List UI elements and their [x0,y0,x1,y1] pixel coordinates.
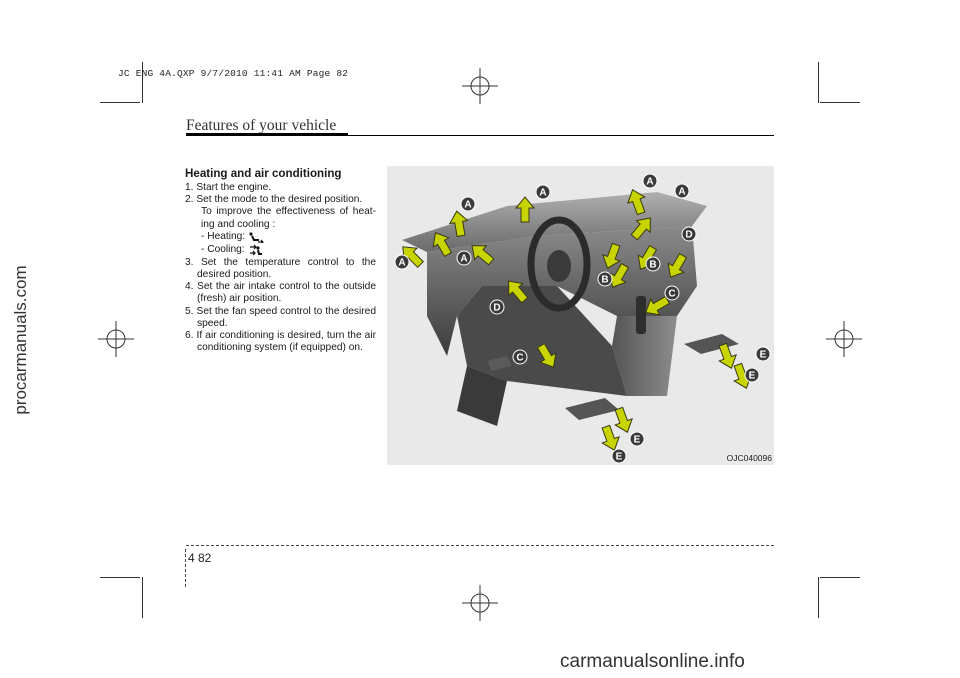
vent-label-b: B [645,256,661,272]
crop-mark [142,62,143,103]
crop-mark [818,62,819,103]
vent-label-e: E [629,431,645,447]
step-3: 3. Set the temperature control to the de… [185,256,376,281]
crop-mark [820,577,860,578]
center-console [612,316,677,396]
airflow-arrow [645,295,671,316]
vent-label-e: E [755,346,771,362]
airflow-arrow [667,252,688,278]
airflow-arrow [508,280,529,304]
heating-mode-row: - Heating: [185,231,376,244]
header-rule-accent [186,133,348,136]
airflow-arrow [630,217,651,241]
gear-shifter [636,296,646,334]
vent-label-a: A [456,250,472,266]
cooling-mode-icon [249,244,262,256]
footer-divider [185,549,186,587]
vent-label-a: A [674,183,690,199]
svg-text:A: A [539,188,546,199]
steering-wheel [527,216,591,312]
vent-label-e: E [744,367,760,383]
crop-mark [142,577,143,618]
section-title: Features of your vehicle [186,117,337,134]
step-4: 4. Set the air intake control to the out… [185,281,376,305]
svg-text:E: E [749,371,756,382]
crop-mark [820,102,860,103]
cooling-label: - Cooling: [201,244,245,256]
registration-mark [462,585,498,621]
airflow-arrow [718,342,737,369]
vent-label-a: A [535,184,551,200]
vent-label-b: B [597,271,613,287]
svg-text:E: E [616,452,623,463]
vent-label-e: E [611,448,627,464]
svg-text:B: B [601,275,608,286]
svg-text:D: D [493,303,500,314]
watermark-left: procarmanuals.com [11,265,30,415]
vent-label-d: D [489,299,505,315]
svg-text:A: A [464,200,471,211]
vent-label-a: A [460,196,476,212]
airflow-arrow [614,406,633,433]
airflow-arrow [536,342,557,368]
dashboard-body [427,226,697,356]
crop-mark [100,577,140,578]
svg-text:A: A [460,254,467,265]
vent-label-c: C [512,349,528,365]
crop-mark [818,577,819,618]
airflow-arrow [627,189,646,216]
print-header: JC ENG 4A.QXP 9/7/2010 11:41 AM Page 82 [118,68,349,79]
step-1: 1. Start the engine. [185,182,272,193]
figure-code: OJC040096 [726,453,772,463]
step-2: 2. Set the mode to the desired position. [185,194,363,206]
rear-duct [684,334,739,354]
svg-text:D: D [685,230,692,241]
crop-mark [100,102,140,103]
footer-rule [186,545,774,546]
airflow-arrow [514,196,536,223]
vent-label-a: A [394,254,410,270]
rear-duct-2 [565,398,619,420]
airflow-arrow [448,210,469,238]
header-rule [186,135,774,136]
svg-text:A: A [678,187,685,198]
vent-label-d: D [681,226,697,242]
step-5: 5. Set the fan speed control to the desi… [185,305,376,329]
steering-hub [547,250,571,282]
footwell [457,366,507,426]
watermark-bottom: carmanualsonline.info [560,651,745,672]
airflow-arrow [602,242,621,269]
heading: Heating and air conditioning [185,167,342,180]
heating-mode-icon [249,232,265,244]
step-6: 6. If air conditioning is desired, turn … [185,330,376,354]
svg-text:C: C [516,353,523,364]
registration-mark [462,68,498,104]
svg-text:E: E [760,350,767,361]
registration-mark [98,321,134,357]
vent-label-c: C [664,285,680,301]
airflow-arrow [601,424,620,451]
svg-text:C: C [668,289,675,300]
cooling-mode-row: - Cooling: [185,244,376,257]
chapter-number: 4 [188,551,195,565]
airflow-arrow [471,245,495,266]
pedal [487,356,512,371]
heating-label: - Heating: [201,231,246,243]
svg-text:A: A [398,258,405,269]
step-2-note: To improve the effectiveness of heat-ing… [201,206,376,230]
svg-text:A: A [646,177,653,188]
registration-mark [826,321,862,357]
svg-text:E: E [634,435,641,446]
airflow-arrow [432,232,453,258]
svg-text:B: B [649,260,656,271]
vent-label-a: A [642,173,658,189]
instructions: Heating and air conditioning 1. Start th… [185,167,376,354]
page-number: 82 [198,551,212,565]
